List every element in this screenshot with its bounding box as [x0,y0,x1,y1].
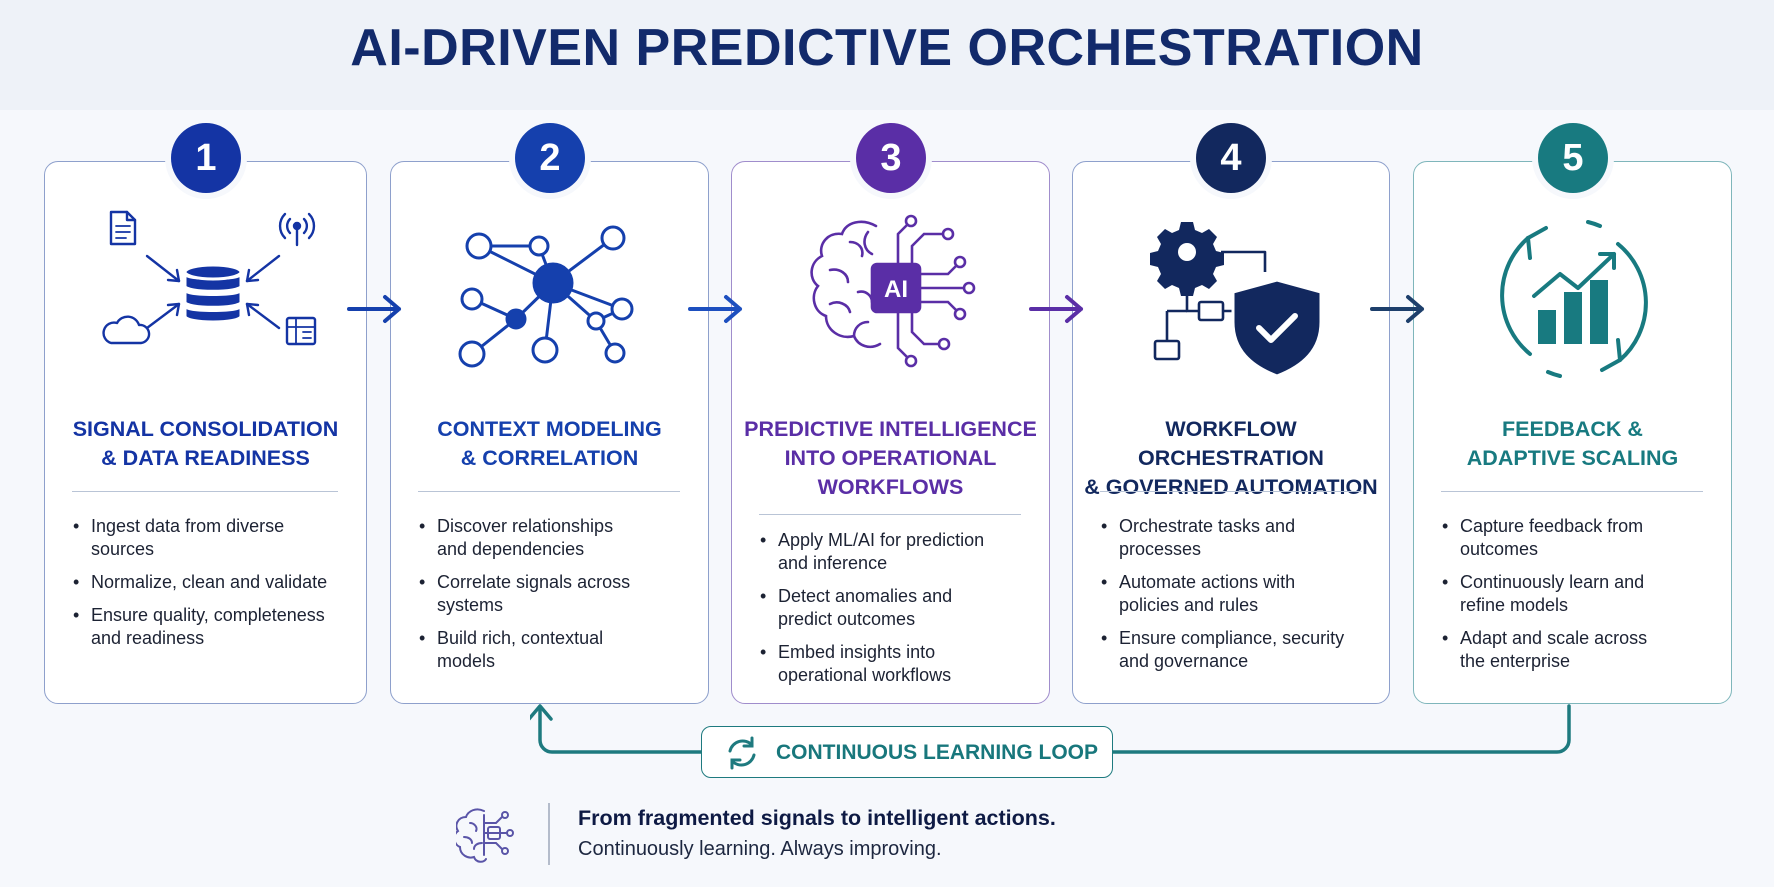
step-title-2: CONTEXT MODELING & CORRELATION [437,417,662,470]
title-band [0,0,1774,110]
step-badge-1: 1 [171,123,241,193]
step-card-4: WORKFLOW ORCHESTRATION & GOVERNED AUTOMA… [1072,161,1390,704]
footer-tagline: Continuously learning. Always improving. [578,838,942,860]
step-title-5: FEEDBACK & ADAPTIVE SCALING [1466,417,1679,470]
svg-text:AI: AI [884,276,908,303]
step-title-4: WORKFLOW ORCHESTRATION & GOVERNED AUTOMA… [1084,417,1378,499]
step-card-5: FEEDBACK & ADAPTIVE SCALING Capture feed… [1413,161,1732,704]
step-divider-4 [1100,491,1362,492]
step-card-3: AI PREDICTIVE INTELLIGENCE INTO OPERATIO… [731,161,1050,704]
network-graph-icon [453,224,653,384]
step-badge-4: 4 [1196,123,1266,193]
brain-circuit-icon [453,805,520,865]
page-title: AI-DRIVEN PREDICTIVE ORCHESTRATION [350,19,1424,77]
arrow-right-icon [688,295,742,323]
footer-headline: From fragmented signals to intelligent a… [578,806,1056,830]
growth-cycle-icon [1486,214,1662,384]
arrow-right-icon [347,295,401,323]
step-card-2: CONTEXT MODELING & CORRELATION Discover … [390,161,709,704]
continuous-learning-loop-badge: CONTINUOUS LEARNING LOOP [701,726,1113,778]
ai-brain-icon: AI [808,212,982,370]
step-badge-2: 2 [515,123,585,193]
step-badge-3: 3 [856,123,926,193]
step-badge-5: 5 [1538,123,1608,193]
step-divider-2 [418,491,680,492]
step-title-3: PREDICTIVE INTELLIGENCE INTO OPERATIONAL… [744,417,1037,499]
step-divider-5 [1441,491,1703,492]
gear-workflow-shield-icon [1137,220,1327,388]
step-card-1: SIGNAL CONSOLIDATION & DATA READINESS In… [44,161,367,704]
refresh-cycle-icon [728,736,756,770]
arrow-right-icon [1029,295,1083,323]
step-divider-1 [72,491,338,492]
step-divider-3 [759,514,1021,515]
step-title-1: SIGNAL CONSOLIDATION & DATA READINESS [72,417,339,470]
loop-label: CONTINUOUS LEARNING LOOP [776,741,1099,764]
footer-separator [548,803,550,865]
arrow-right-icon [1370,295,1424,323]
database-sources-icon [99,206,319,356]
bullet-item: Normalize, clean and validate [73,571,353,594]
